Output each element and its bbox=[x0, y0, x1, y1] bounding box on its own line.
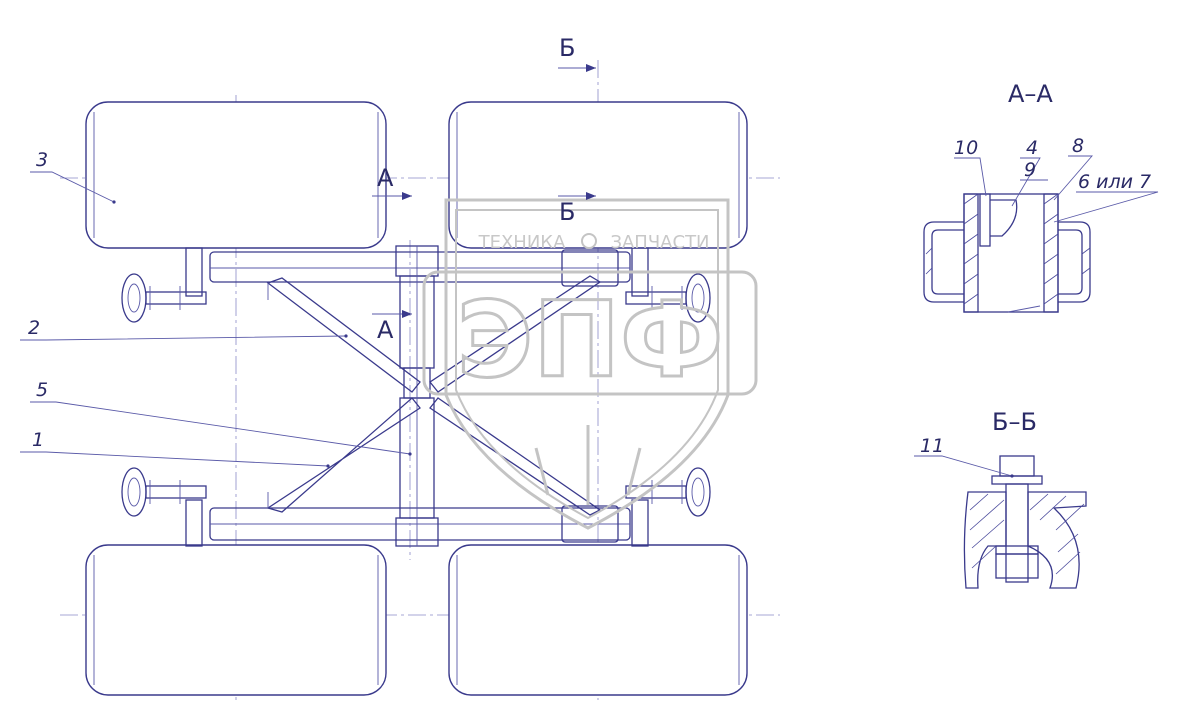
wheat-icon bbox=[534, 425, 642, 505]
tire-front-left bbox=[85, 544, 387, 696]
frame-arms bbox=[266, 275, 602, 516]
callout-9: 9 bbox=[1024, 159, 1036, 181]
watermark-left-word: ТЕХНИКА bbox=[478, 232, 566, 253]
callout-3: 3 bbox=[36, 149, 48, 171]
cut-label-a-bottom: А bbox=[377, 316, 394, 344]
callout-6-or-7: 6 или 7 bbox=[1078, 171, 1151, 193]
tire-rear-right bbox=[448, 101, 748, 249]
callout-1: 1 bbox=[32, 429, 44, 451]
callout-2: 2 bbox=[28, 317, 40, 339]
brake-chamber-lower-left bbox=[121, 467, 207, 517]
callout-5: 5 bbox=[36, 379, 48, 401]
callout-10: 10 bbox=[954, 137, 978, 159]
lower-axle-beam bbox=[185, 499, 649, 547]
cut-line-a bbox=[372, 192, 412, 318]
gear-icon bbox=[581, 233, 597, 249]
callout-4: 4 bbox=[1026, 137, 1038, 159]
cut-label-b-bottom: Б bbox=[559, 198, 575, 226]
upper-axle-beam bbox=[185, 247, 649, 297]
watermark-right-word: ЗАПЧАСТИ bbox=[610, 232, 709, 253]
cut-label-b-top: Б bbox=[559, 34, 575, 62]
watermark-shield bbox=[422, 198, 758, 530]
watermark-logo: ЭПФ bbox=[457, 279, 724, 401]
central-column bbox=[395, 245, 439, 547]
callout-11: 11 bbox=[920, 435, 944, 457]
tire-front-right bbox=[448, 544, 748, 696]
cut-label-a-top: А bbox=[377, 164, 394, 192]
section-aa-view bbox=[923, 193, 1091, 313]
section-aa-title: А–А bbox=[1008, 80, 1053, 108]
leader-lines-aa bbox=[954, 155, 1159, 223]
tire-rear-left bbox=[85, 101, 387, 249]
cut-line-b bbox=[558, 64, 596, 200]
brake-chamber-upper-right bbox=[625, 273, 711, 323]
leader-lines-main bbox=[20, 171, 412, 468]
section-bb-view bbox=[963, 455, 1087, 589]
leader-line-bb bbox=[914, 455, 1014, 478]
brake-chamber-upper-left bbox=[121, 273, 207, 323]
callout-8: 8 bbox=[1072, 135, 1084, 157]
section-bb-title: Б–Б bbox=[992, 408, 1037, 436]
